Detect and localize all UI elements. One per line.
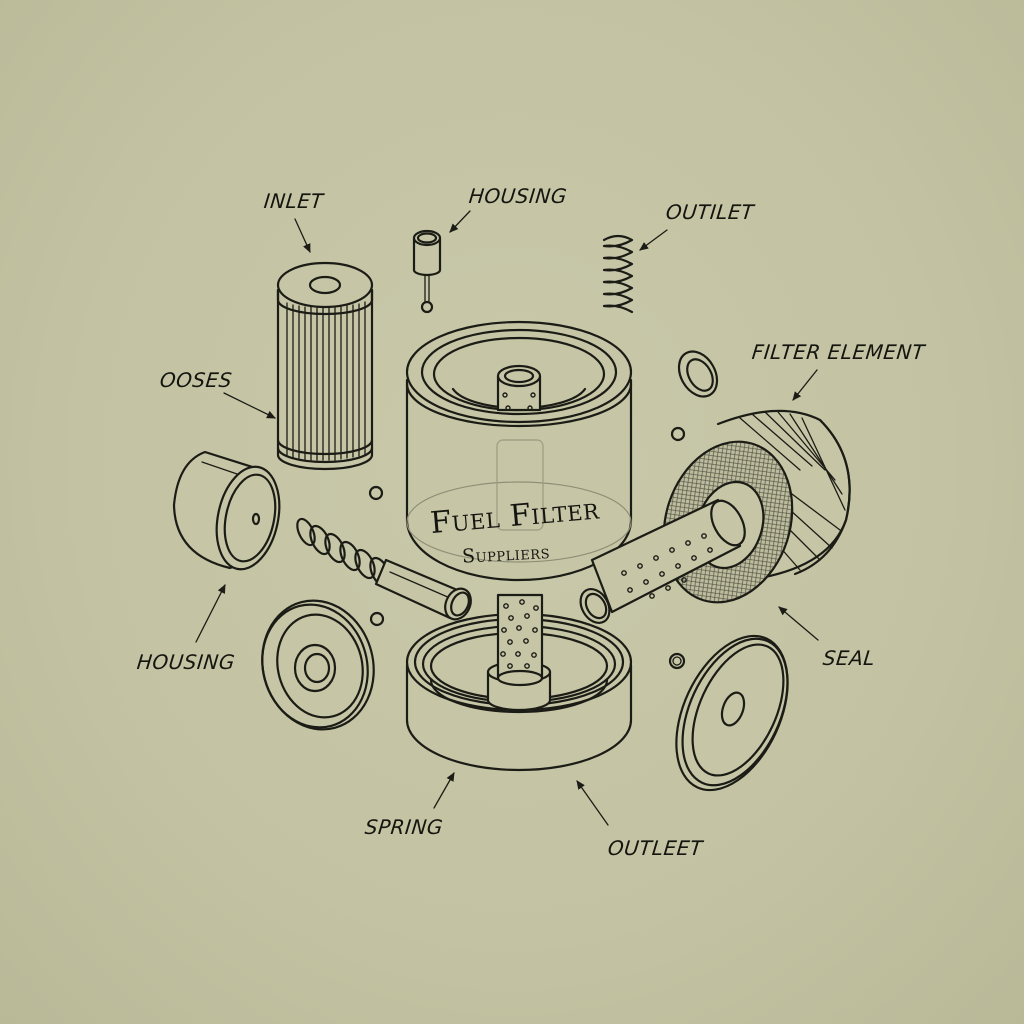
label-spring: SPRING <box>363 815 445 839</box>
coil-spring-vertical <box>602 234 634 314</box>
perforated-tube <box>496 593 544 687</box>
label-housing-top: HOUSING <box>467 184 569 208</box>
coil-spring-horizontal <box>296 517 472 621</box>
pleated-cartridge <box>276 261 374 471</box>
label-inlet: INLET <box>262 189 325 213</box>
callout-arrows <box>195 210 819 826</box>
disc-gasket-left <box>261 599 375 731</box>
o-ring <box>677 350 719 398</box>
filter-element-ring <box>662 409 851 604</box>
label-housing-left: HOUSING <box>135 650 237 674</box>
small-washers <box>368 426 686 670</box>
label-outleet: OUTLEET <box>606 836 704 860</box>
label-outilet: OUTILET <box>664 200 756 224</box>
perforated-tube-angled <box>579 498 746 624</box>
disc-gasket-right <box>675 634 789 792</box>
small-valve <box>412 229 442 314</box>
label-seal: SEAL <box>821 646 877 670</box>
base-bowl <box>405 612 633 772</box>
label-ooses: OOSES <box>158 368 234 392</box>
main-housing <box>405 320 633 582</box>
label-filter-element: FILTER ELEMENT <box>750 340 927 364</box>
end-cap-left <box>172 450 281 571</box>
